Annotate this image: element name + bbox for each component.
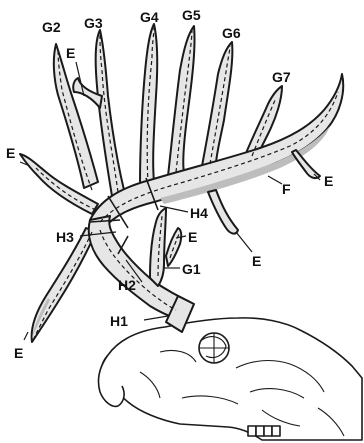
label-e-top: E [66, 45, 75, 61]
beam-spur-right [292, 150, 320, 178]
tine-g1-spur [166, 228, 181, 266]
teeth [248, 426, 280, 436]
beam-spur-lower [208, 190, 238, 234]
label-g3: G3 [84, 15, 103, 31]
label-h3: H3 [56, 229, 74, 245]
label-e-lower: E [252, 253, 261, 269]
label-e-right: E [324, 173, 333, 189]
label-h2: H2 [118, 277, 136, 293]
label-e-left: E [6, 145, 15, 161]
label-f: F [282, 181, 291, 197]
label-h4: H4 [190, 205, 208, 221]
skull [98, 318, 362, 440]
label-g4: G4 [140, 9, 159, 25]
tine-g6 [202, 42, 232, 166]
tine-g2 [54, 44, 98, 188]
label-g1: G1 [182, 261, 201, 277]
lower-left-tine [32, 228, 96, 342]
label-g2: G2 [42, 19, 61, 35]
tine-g5 [168, 26, 195, 176]
label-e-g1: E [188, 229, 197, 245]
label-h1: H1 [110, 313, 128, 329]
label-g5: G5 [182, 7, 201, 23]
label-g7: G7 [272, 69, 291, 85]
antler [20, 24, 343, 342]
tine-g3 [96, 30, 124, 196]
label-e-bottom: E [14, 345, 23, 361]
label-g6: G6 [222, 25, 241, 41]
